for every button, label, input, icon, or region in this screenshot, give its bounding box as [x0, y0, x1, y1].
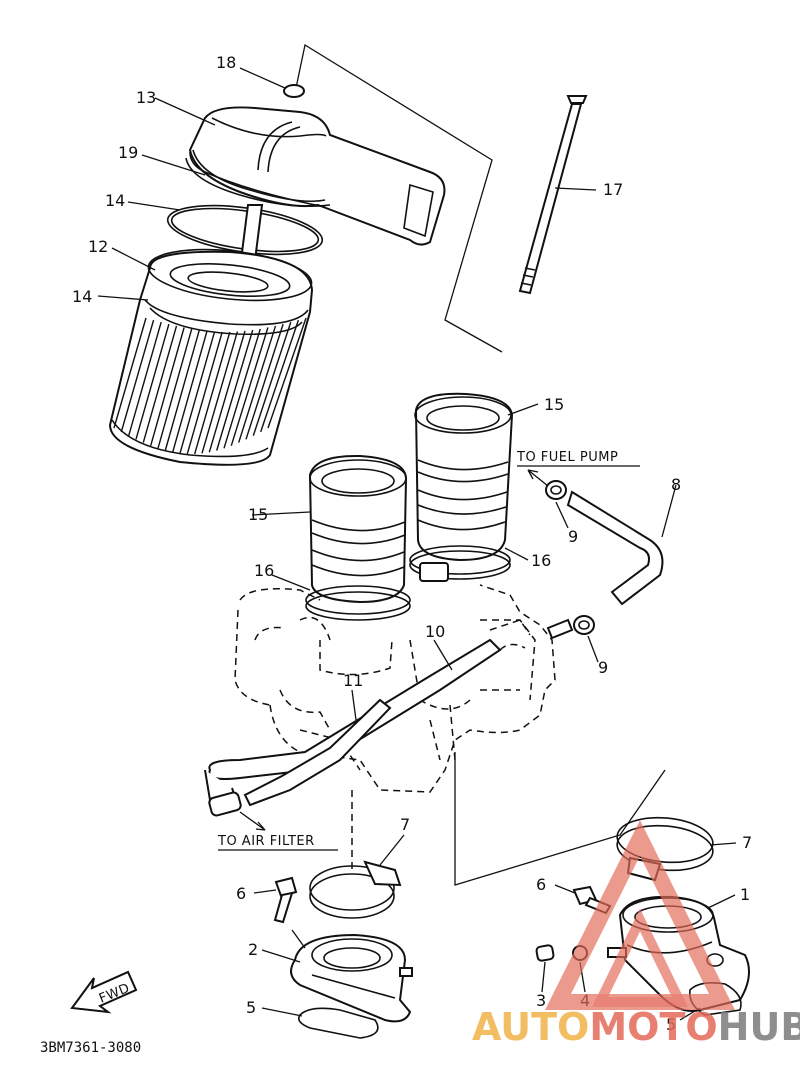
filter-pleat: [201, 331, 239, 454]
joint-gasket-left: [297, 1007, 379, 1039]
label-1: 1: [740, 885, 750, 904]
right-bracket-line: [454, 752, 666, 886]
label-14-lower: 14: [72, 287, 92, 306]
fuel-hose: [566, 490, 664, 606]
hose-clip-upper: [545, 480, 567, 500]
filter-pleat: [128, 321, 162, 436]
watermark-hub: HUB: [718, 1005, 800, 1049]
watermark-moto: MOTO: [589, 1005, 717, 1049]
label-9-upper: 9: [568, 527, 578, 546]
label-16-right: 16: [531, 551, 551, 570]
joint-clamp-left: [309, 860, 402, 919]
filter-pleat: [113, 317, 147, 429]
filter-pleat: [150, 327, 185, 446]
air-filter-arrow: [239, 811, 266, 831]
filter-pleat: [142, 325, 178, 443]
filter-pleat: [135, 323, 170, 440]
fuel-pump-arrow: [527, 469, 549, 487]
air-funnel-right: [414, 392, 514, 562]
air-funnel-left: [308, 454, 408, 604]
watermark-logo: AUTOMOTOHUB: [472, 820, 800, 1049]
bolt-left: [273, 876, 298, 924]
svg-text:AUTOMOTOHUB: AUTOMOTOHUB: [472, 1005, 800, 1049]
filter-pleat: [223, 328, 261, 449]
watermark-triangle-icon: [545, 820, 735, 1010]
air-cleaner-case: [188, 106, 446, 246]
filter-pleat: [186, 331, 223, 455]
small-hose: [535, 944, 555, 962]
label-13: 13: [136, 88, 156, 107]
filter-pleat: [172, 330, 208, 453]
hose-end-cap: [208, 791, 242, 817]
leader-lines: [97, 67, 737, 1021]
label-7-left: 7: [400, 815, 410, 834]
label-14-upper: 14: [105, 191, 125, 210]
watermark-auto: AUTO: [472, 1005, 589, 1049]
filter-pleat: [238, 325, 277, 443]
label-6-right: 6: [536, 875, 546, 894]
filter-pleat: [267, 317, 307, 429]
carburetor-joint-left: [290, 933, 413, 1023]
filter-pleat: [245, 323, 284, 440]
vent-hose-11: [243, 698, 392, 807]
fwd-arrow-icon: FWD: [70, 970, 138, 1014]
label-11: 11: [343, 671, 363, 690]
screw-18: [283, 84, 305, 98]
diagram-code: 3BM7361-3080: [40, 1040, 141, 1056]
label-15-right: 15: [544, 395, 564, 414]
filter-pleat: [179, 331, 216, 454]
funnel-clamp-right: [409, 545, 511, 582]
label-19: 19: [118, 143, 138, 162]
filter-pleat: [208, 330, 246, 453]
label-15-left: 15: [248, 505, 268, 524]
label-12: 12: [88, 237, 108, 256]
filter-pleat: [216, 329, 254, 451]
label-6-left: 6: [236, 884, 246, 903]
label-10: 10: [425, 622, 445, 641]
assembly-bracket-line: [295, 43, 503, 353]
long-bolt: [518, 95, 588, 295]
label-16-left: 16: [254, 561, 274, 580]
filter-pleat: [252, 321, 292, 436]
filter-pleat: [230, 327, 269, 446]
filter-pleat: [260, 319, 300, 433]
label-9-lower: 9: [598, 658, 608, 677]
label-8: 8: [671, 475, 681, 494]
filter-pleat: [157, 328, 193, 449]
label-5-right: 5: [666, 1015, 676, 1034]
filter-pleat: [164, 329, 200, 451]
label-18: 18: [216, 53, 236, 72]
carburetor-assembly: [234, 584, 556, 870]
vent-hose-10: [208, 638, 502, 780]
label-7-right: 7: [742, 833, 752, 852]
filter-pleat: [120, 319, 155, 433]
note-to-air-filter: TO AIR FILTER: [217, 834, 315, 849]
hose-clip-lower: [573, 615, 595, 635]
label-17: 17: [603, 180, 623, 199]
note-to-fuel-pump: TO FUEL PUMP: [516, 450, 618, 465]
label-5-left: 5: [246, 998, 256, 1017]
label-3: 3: [536, 991, 546, 1010]
funnel-clamp-left: [305, 585, 411, 621]
air-filter-element: [108, 248, 314, 466]
fuel-fitting: [546, 618, 574, 640]
bolt-left-guide: [291, 929, 306, 949]
label-2: 2: [248, 940, 258, 959]
filter-pleat: [194, 331, 231, 455]
